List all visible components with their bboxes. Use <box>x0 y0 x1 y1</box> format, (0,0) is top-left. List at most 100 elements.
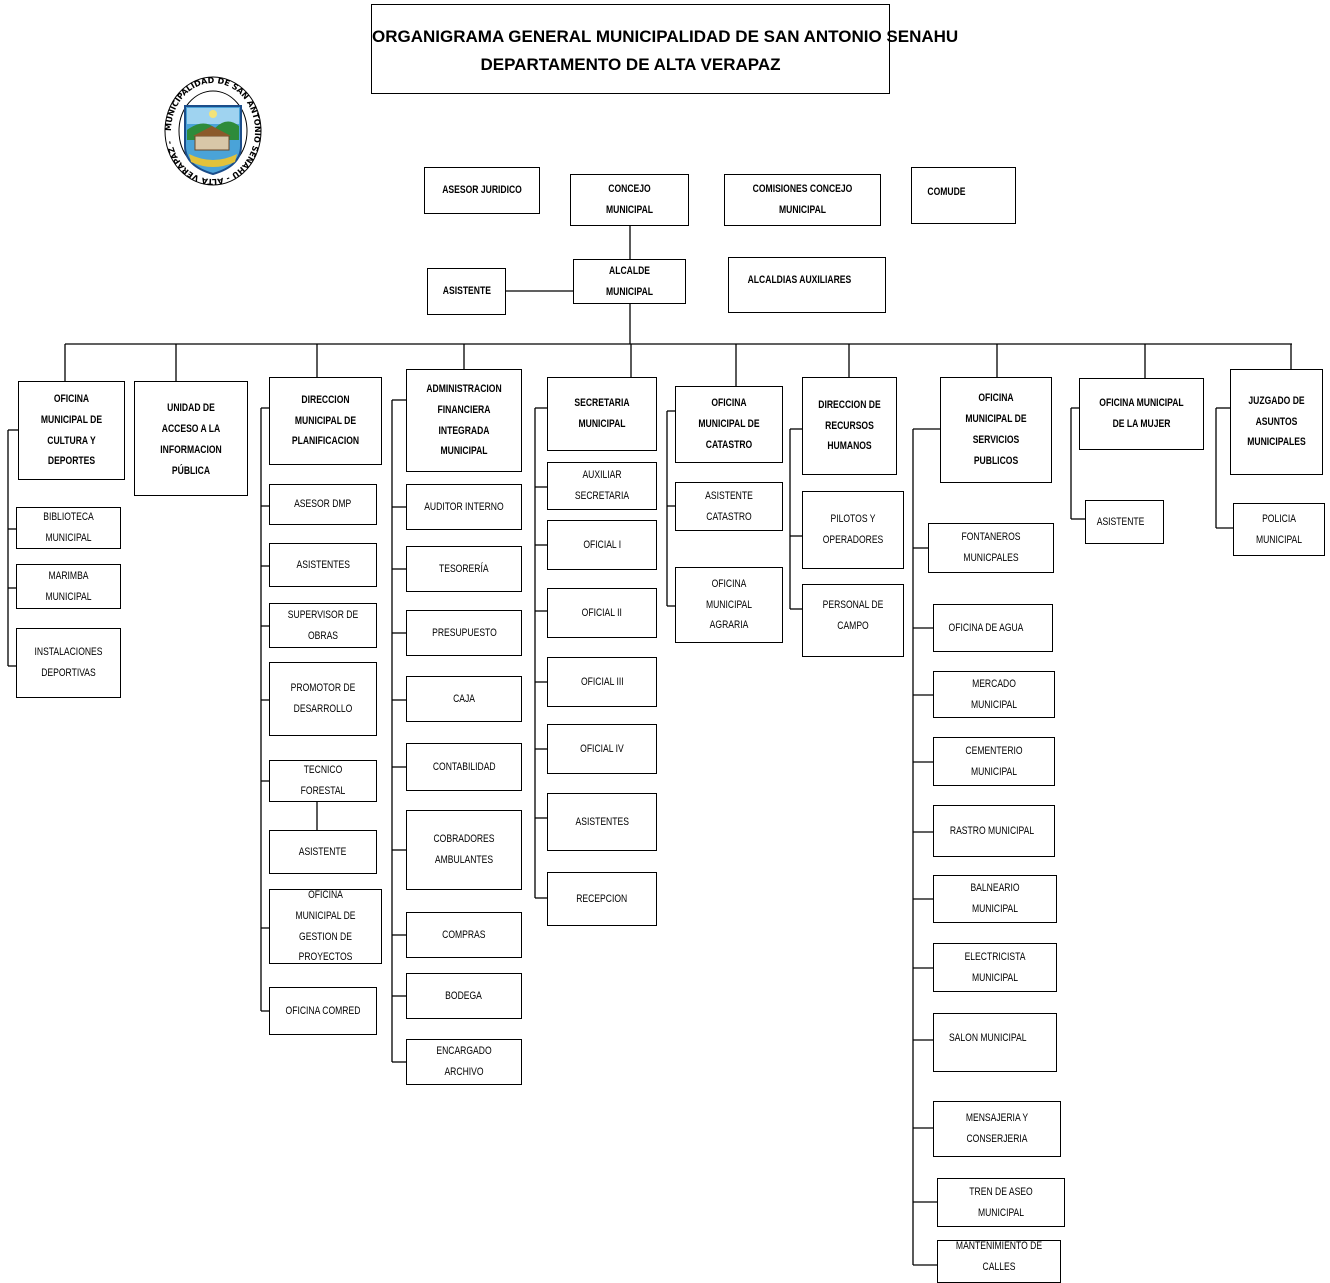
municipal-seal-logo: MUNICIPALIDAD DE SAN ANTONIO SENAHU - AL… <box>164 76 262 186</box>
servicios-child: MENSAJERIA Y CONSERJERIA <box>933 1101 1061 1157</box>
planificacion-child-label: SUPERVISOR DE OBRAS <box>287 608 359 642</box>
financiera-child-label: CAJA <box>453 692 475 705</box>
dept-juzgado-label: JUZGADO DE ASUNTOS MUNICIPALES <box>1247 394 1306 449</box>
dept-juzgado-head: JUZGADO DE ASUNTOS MUNICIPALES <box>1230 369 1323 475</box>
alcalde-municipal-label: ALCALDE MUNICIPAL <box>605 264 654 298</box>
secretaria-child: AUXILIAR SECRETARIA <box>547 462 657 510</box>
servicios-child: MERCADO MUNICIPAL <box>933 671 1055 718</box>
planificacion-child: ASISTENTES <box>269 543 377 587</box>
financiera-child: AUDITOR INTERNO <box>406 484 522 530</box>
planificacion-child-label: ASESOR DMP <box>294 498 352 511</box>
secretaria-child: OFICIAL III <box>547 657 657 707</box>
dept-secretaria-head: SECRETARIA MUNICIPAL <box>547 377 657 451</box>
financiera-child: COBRADORES AMBULANTES <box>406 810 522 890</box>
asistente-alcalde-box: ASISTENTE <box>427 268 506 315</box>
financiera-child-label: AUDITOR INTERNO <box>424 500 504 513</box>
dept-financiera-head: ADMINISTRACION FINANCIERA INTEGRADA MUNI… <box>406 369 522 472</box>
secretaria-child-label: RECEPCION <box>576 892 628 905</box>
dept-informacion-head: UNIDAD DE ACCESO A LA INFORMACION PÚBLIC… <box>134 381 248 496</box>
secretaria-child-label: OFICIAL II <box>581 606 623 619</box>
servicios-child-label: RASTRO MUNICIPAL <box>949 824 1035 837</box>
dept-mujer-label: OFICINA MUNICIPAL DE LA MUJER <box>1099 397 1184 430</box>
servicios-child-label: CEMENTERIO MUNICIPAL <box>965 744 1023 778</box>
dept-financiera-label: ADMINISTRACION FINANCIERA INTEGRADA MUNI… <box>426 382 502 458</box>
title-line-2: DEPARTAMENTO DE ALTA VERAPAZ <box>480 55 781 74</box>
cultura-child-label: INSTALACIONES DEPORTIVAS <box>34 646 103 679</box>
financiera-child: CONTABILIDAD <box>406 743 522 791</box>
planificacion-child: OFICINA COMRED <box>269 987 377 1035</box>
dept-cultura-label: OFICINA MUNICIPAL DE CULTURA Y DEPORTES <box>40 392 103 468</box>
planificacion-child-label: OFICINA MUNICIPAL DE GESTION DE PROYECTO… <box>295 888 356 964</box>
alcalde-municipal-box: ALCALDE MUNICIPAL <box>573 259 686 304</box>
comude-label: COMUDE <box>927 186 966 198</box>
secretaria-child: RECEPCION <box>547 872 657 926</box>
planificacion-child: TECNICO FORESTAL <box>269 760 377 802</box>
servicios-child-label: BALNEARIO MUNICIPAL <box>970 882 1020 915</box>
juzgado-child-label: POLICIA MUNICIPAL <box>1255 512 1303 546</box>
servicios-child-label: MANTENIMIENTO DE CALLES <box>955 1240 1043 1274</box>
planificacion-child-label: ASISTENTES <box>296 558 350 571</box>
dept-catastro-label: OFICINA MUNICIPAL DE CATASTRO <box>698 397 760 451</box>
servicios-child-label: TREN DE ASEO MUNICIPAL <box>969 1185 1033 1219</box>
dept-informacion-label: UNIDAD DE ACCESO A LA INFORMACION PÚBLIC… <box>160 402 222 477</box>
concejo-municipal-label: CONCEJO MUNICIPAL <box>605 183 654 216</box>
dept-planificacion-label: DIRECCION MUNICIPAL DE PLANIFICACION <box>291 393 360 448</box>
financiera-child: TESORERÍA <box>406 546 522 592</box>
secretaria-child: OFICIAL IV <box>547 724 657 774</box>
servicios-child: OFICINA DE AGUA <box>933 604 1053 652</box>
cultura-child: MARIMBA MUNICIPAL <box>16 564 121 609</box>
asesor-juridico-box: ASESOR JURIDICO <box>424 167 540 214</box>
financiera-child: BODEGA <box>406 973 522 1019</box>
servicios-child-label: SALON MUNICIPAL <box>948 1032 1027 1044</box>
mujer-child: ASISTENTE <box>1085 500 1164 544</box>
dept-secretaria-label: SECRETARIA MUNICIPAL <box>574 397 630 430</box>
title-line-1: ORGANIGRAMA GENERAL MUNICIPALIDAD DE SAN… <box>372 27 959 46</box>
dept-cultura-head: OFICINA MUNICIPAL DE CULTURA Y DEPORTES <box>18 381 125 480</box>
dept-servicios-head: OFICINA MUNICIPAL DE SERVICIOS PUBLICOS <box>940 377 1052 483</box>
servicios-child-label: MERCADO MUNICIPAL <box>970 677 1018 711</box>
catastro-child: ASISTENTE CATASTRO <box>675 482 783 531</box>
rrhh-child: PILOTOS Y OPERADORES <box>802 491 904 569</box>
rrhh-child: PERSONAL DE CAMPO <box>802 584 904 657</box>
comisiones-concejo-label: COMISIONES CONCEJO MUNICIPAL <box>752 183 853 216</box>
asesor-juridico-label: ASESOR JURIDICO <box>442 184 522 197</box>
concejo-municipal-box: CONCEJO MUNICIPAL <box>570 174 689 226</box>
servicios-child: ELECTRICISTA MUNICIPAL <box>933 943 1057 992</box>
mujer-child-label: ASISTENTE <box>1096 515 1145 528</box>
rrhh-child-label: PERSONAL DE CAMPO <box>822 599 884 632</box>
dept-rrhh-label: DIRECCION DE RECURSOS HUMANOS <box>818 398 881 453</box>
servicios-child: BALNEARIO MUNICIPAL <box>933 875 1057 923</box>
financiera-child-label: ENCARGADO ARCHIVO <box>436 1045 492 1078</box>
servicios-child-label: MENSAJERIA Y CONSERJERIA <box>965 1112 1029 1145</box>
servicios-child-label: FONTANEROS MUNICPALES <box>961 531 1021 564</box>
secretaria-child: OFICIAL II <box>547 588 657 638</box>
financiera-child-label: BODEGA <box>445 989 483 1002</box>
cultura-child: BIBLIOTECA MUNICIPAL <box>16 507 121 549</box>
financiera-child-label: CONTABILIDAD <box>432 760 496 773</box>
planificacion-child: SUPERVISOR DE OBRAS <box>269 603 377 648</box>
secretaria-child-label: OFICIAL I <box>583 538 621 551</box>
catastro-child-label: OFICINA MUNICIPAL AGRARIA <box>705 577 753 632</box>
planificacion-child-label: OFICINA COMRED <box>285 1004 361 1017</box>
secretaria-child-label: ASISTENTES <box>575 815 629 828</box>
servicios-child: RASTRO MUNICIPAL <box>933 805 1055 857</box>
servicios-child: MANTENIMIENTO DE CALLES <box>937 1240 1061 1283</box>
planificacion-child-label: PROMOTOR DE DESARROLLO <box>290 682 356 715</box>
planificacion-child: PROMOTOR DE DESARROLLO <box>269 662 377 736</box>
cultura-child: INSTALACIONES DEPORTIVAS <box>16 628 121 698</box>
financiera-child-label: COBRADORES AMBULANTES <box>433 833 495 866</box>
rrhh-child-label: PILOTOS Y OPERADORES <box>822 513 884 546</box>
catastro-child-label: ASISTENTE CATASTRO <box>705 489 753 523</box>
financiera-child: ENCARGADO ARCHIVO <box>406 1039 522 1085</box>
secretaria-child: OFICIAL I <box>547 520 657 570</box>
dept-servicios-label: OFICINA MUNICIPAL DE SERVICIOS PUBLICOS <box>965 392 1027 467</box>
secretaria-child-label: OFICIAL III <box>580 675 624 688</box>
cultura-child-label: MARIMBA MUNICIPAL <box>45 569 92 603</box>
alcaldias-auxiliares-label: ALCALDIAS AUXILIARES <box>747 274 852 286</box>
planificacion-child: ASESOR DMP <box>269 484 377 525</box>
comude-box: COMUDE <box>911 167 1016 224</box>
secretaria-child-label: AUXILIAR SECRETARIA <box>574 469 630 502</box>
planificacion-child-label: ASISTENTE <box>299 845 347 858</box>
financiera-child: PRESUPUESTO <box>406 610 522 656</box>
